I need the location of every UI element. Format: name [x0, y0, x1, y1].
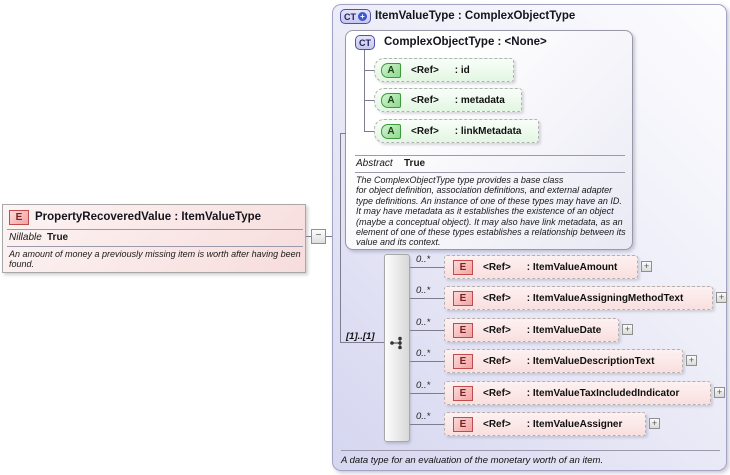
spine-line [340, 342, 384, 343]
global-element-description: An amount of money a previously missing … [9, 249, 301, 270]
element-name: : ItemValueAmount [526, 261, 618, 273]
element-branch-line [410, 298, 444, 299]
separator [355, 155, 625, 156]
plus-icon: + [718, 292, 725, 302]
element-icon: E [453, 259, 473, 275]
element-row-itemvalueamount[interactable]: E <Ref> : ItemValueAmount [444, 255, 638, 279]
element-icon: E [453, 385, 473, 401]
element-branch-line [410, 393, 444, 394]
ct-icon-label: CT [359, 37, 371, 48]
separator [355, 172, 625, 173]
element-row-itemvaluedescriptiontext[interactable]: E <Ref> : ItemValueDescriptionText [444, 349, 683, 373]
minus-icon: − [315, 230, 322, 241]
occurrence-label: 0..* [416, 348, 431, 359]
attribute-row-metadata[interactable]: A <Ref> : metadata [374, 88, 522, 112]
spine-line [340, 133, 341, 343]
global-element-title: PropertyRecoveredValue : ItemValueType [35, 211, 262, 223]
expand-button[interactable]: + [686, 355, 697, 366]
connector-line [306, 236, 311, 237]
attribute-branch-line [364, 131, 374, 132]
separator [7, 229, 303, 230]
ref-label: <Ref> [483, 387, 511, 399]
type-annotation: A data type for an evaluation of the mon… [341, 455, 604, 466]
plus-icon: + [716, 387, 723, 397]
attribute-row-linkmetadata[interactable]: A <Ref> : linkMetadata [374, 119, 539, 143]
plus-icon: + [643, 261, 650, 271]
separator [7, 246, 303, 247]
attribute-name: : linkMetadata [454, 125, 522, 137]
complextype-derived-icon: CT + [340, 9, 371, 24]
base-type-box[interactable]: CT ComplexObjectType : <None> A <Ref> : … [345, 30, 633, 250]
occurrence-label: 0..* [416, 285, 431, 296]
element-branch-line [410, 330, 444, 331]
plus-icon: + [688, 355, 695, 365]
complex-type-title: ItemValueType : ComplexObjectType [375, 10, 576, 22]
expand-button[interactable]: + [641, 261, 652, 272]
attribute-row-id[interactable]: A <Ref> : id [374, 58, 514, 82]
spine-stub-line [340, 133, 346, 134]
ref-label: <Ref> [411, 94, 439, 106]
attribute-tree-line [364, 50, 365, 131]
nillable-label: Nillable [9, 232, 42, 243]
element-branch-line [410, 361, 444, 362]
collapse-toggle[interactable]: − [311, 229, 326, 244]
element-icon: E [453, 353, 473, 369]
occurrence-label: 0..* [416, 317, 431, 328]
attribute-icon: A [381, 123, 401, 139]
abstract-value: True [404, 158, 426, 169]
extension-plus-icon: + [358, 12, 367, 21]
base-type-description: The ComplexObjectType type provides a ba… [356, 175, 626, 248]
element-branch-line [410, 267, 444, 268]
ct-icon-label: CT [344, 11, 356, 22]
ref-label: <Ref> [483, 324, 511, 336]
cardinality-label: [1]..[1] [346, 331, 375, 342]
plus-icon: + [624, 324, 631, 334]
ref-label: <Ref> [411, 64, 439, 76]
element-icon: E [453, 290, 473, 306]
element-icon: E [453, 416, 473, 432]
expand-button[interactable]: + [714, 387, 725, 398]
ref-label: <Ref> [483, 355, 511, 367]
sequence-icon [390, 336, 402, 350]
attribute-name: : id [454, 64, 470, 76]
ref-label: <Ref> [483, 292, 511, 304]
attribute-branch-line [364, 70, 374, 71]
occurrence-label: 0..* [416, 380, 431, 391]
abstract-label: Abstract [356, 158, 393, 169]
ref-label: <Ref> [483, 418, 511, 430]
complextype-icon: CT [355, 35, 375, 50]
attribute-icon: A [381, 62, 401, 78]
expand-button[interactable]: + [622, 324, 633, 335]
element-name: : ItemValueAssigner [526, 418, 623, 430]
attribute-icon: A [381, 92, 401, 108]
occurrence-label: 0..* [416, 254, 431, 265]
element-name: : ItemValueAssigningMethodText [526, 292, 684, 304]
ref-label: <Ref> [411, 125, 439, 137]
occurrence-label: 0..* [416, 411, 431, 422]
expand-button[interactable]: + [649, 418, 660, 429]
separator [341, 450, 720, 451]
element-name: : ItemValueDescriptionText [526, 355, 655, 367]
ref-label: <Ref> [483, 261, 511, 273]
element-row-itemvaluedate[interactable]: E <Ref> : ItemValueDate [444, 318, 619, 342]
attribute-branch-line [364, 100, 374, 101]
element-name: : ItemValueTaxIncludedIndicator [526, 387, 680, 399]
base-type-title: ComplexObjectType : <None> [384, 36, 547, 48]
global-element-box[interactable]: E PropertyRecoveredValue : ItemValueType… [2, 204, 306, 273]
complex-type-box[interactable]: CT + ItemValueType : ComplexObjectType C… [332, 4, 727, 471]
element-name: : ItemValueDate [526, 324, 602, 336]
plus-icon: + [651, 418, 658, 428]
nillable-value: True [47, 232, 69, 243]
expand-button[interactable]: + [716, 292, 727, 303]
element-icon: E [453, 322, 473, 338]
element-row-itemvaluetaxincludedindicator[interactable]: E <Ref> : ItemValueTaxIncludedIndicator [444, 381, 711, 405]
sequence-bar[interactable] [384, 254, 410, 442]
attribute-name: : metadata [454, 94, 505, 106]
element-icon: E [9, 210, 29, 225]
element-row-itemvalueassigningmethodtext[interactable]: E <Ref> : ItemValueAssigningMethodText [444, 286, 713, 310]
element-branch-line [410, 424, 444, 425]
element-row-itemvalueassigner[interactable]: E <Ref> : ItemValueAssigner [444, 412, 646, 436]
